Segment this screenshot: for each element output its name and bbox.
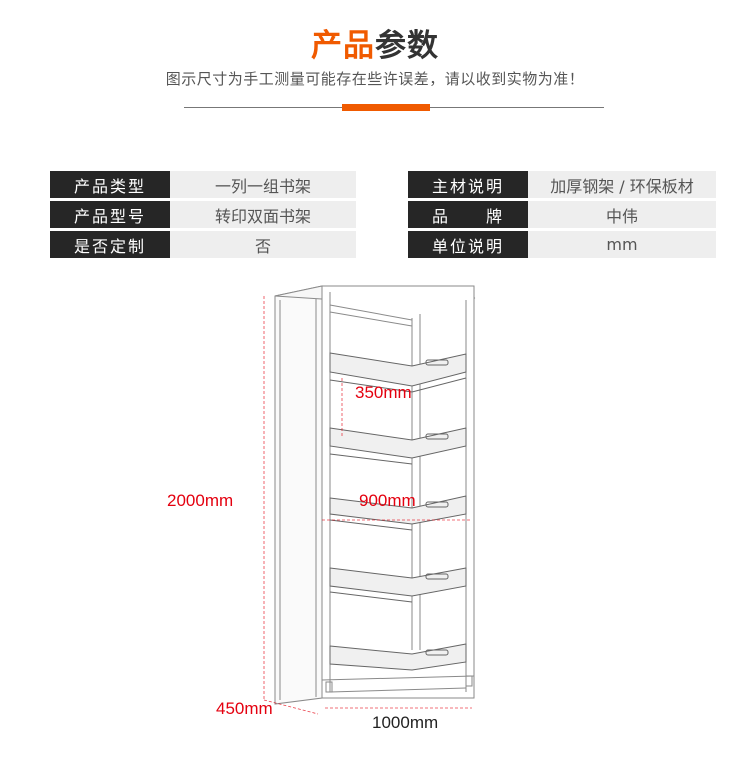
title-accent: 产品 <box>311 28 375 64</box>
subtitle: 图示尺寸为手工测量可能存在些许误差，请以收到实物为准！ <box>165 70 585 88</box>
page-title: 产品参数 <box>0 20 750 65</box>
spec-key: 单位说明 <box>408 231 528 258</box>
spec-row-custom: 是否定制 否 <box>50 231 356 258</box>
spec-value: 加厚钢架 / 环保板材 <box>528 171 716 198</box>
spec-value: mm <box>528 231 716 258</box>
spec-key: 主材说明 <box>408 171 528 198</box>
title-rest: 参数 <box>375 28 439 64</box>
spec-key: 是否定制 <box>50 231 170 258</box>
divider-accent <box>342 104 430 111</box>
depth-label: 450mm <box>216 699 273 718</box>
spec-row-material: 主材说明 加厚钢架 / 环保板材 <box>408 171 716 198</box>
spec-value: 转印双面书架 <box>170 201 356 228</box>
spec-row-unit: 单位说明 mm <box>408 231 716 258</box>
shelf-width-label: 900mm <box>359 491 416 510</box>
spec-row-type: 产品类型 一列一组书架 <box>50 171 356 198</box>
spec-key: 产品类型 <box>50 171 170 198</box>
spec-key: 产品型号 <box>50 201 170 228</box>
spec-value: 中伟 <box>528 201 716 228</box>
spec-key: 品 牌 <box>408 201 528 228</box>
spec-value: 否 <box>170 231 356 258</box>
spec-value: 一列一组书架 <box>170 171 356 198</box>
width-label: 1000mm <box>372 713 439 732</box>
shelf-gap-label: 350mm <box>355 383 412 402</box>
spec-row-model: 产品型号 转印双面书架 <box>50 201 356 228</box>
spec-row-brand: 品 牌 中伟 <box>408 201 716 228</box>
height-label: 2000mm <box>167 491 234 510</box>
